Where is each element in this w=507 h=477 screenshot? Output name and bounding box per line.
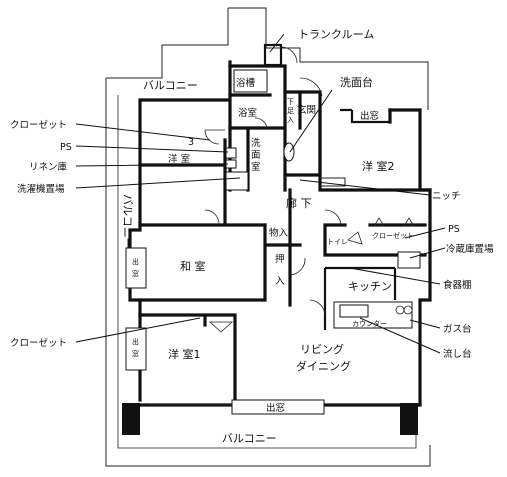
hall-door-swing bbox=[204, 209, 220, 225]
label-bay-window-left: 出 窓 bbox=[132, 257, 139, 278]
label-balcony-top: バルコニー bbox=[143, 79, 198, 92]
bay-window-bottom-left-box bbox=[125, 327, 147, 371]
label-kitchen: キッチン bbox=[348, 280, 392, 293]
label-balcony-left: バルコニー bbox=[121, 194, 134, 249]
callout-niche: ニッチ bbox=[432, 191, 461, 202]
bay-window-left-box bbox=[125, 247, 147, 289]
japanese-room-walls bbox=[138, 188, 302, 307]
label-counter: カウンター bbox=[352, 319, 387, 328]
label-shoe-storage: 下 足 入 bbox=[287, 98, 294, 124]
callout-ps-1: PS bbox=[60, 142, 72, 153]
pillar-right bbox=[400, 403, 418, 435]
svg-text:窓: 窓 bbox=[132, 349, 139, 358]
callout-closet-2: クローゼット bbox=[10, 337, 67, 349]
label-bay-window-bottom-left: 出 窓 bbox=[132, 337, 139, 358]
label-bay-window-bottom: 出窓 bbox=[266, 402, 285, 414]
label-bathtub: 浴槽 bbox=[236, 77, 256, 89]
kitchen-sink-box bbox=[339, 304, 369, 318]
label-hallway: 廊 下 bbox=[286, 196, 312, 210]
callout-trunk-room: トランクルーム bbox=[298, 28, 374, 41]
callout-sink: 流し台 bbox=[443, 348, 472, 360]
svg-text:出: 出 bbox=[132, 337, 139, 346]
wash-basin-shape bbox=[283, 142, 295, 162]
pillar-left bbox=[122, 403, 140, 435]
trunk-door-swing bbox=[280, 46, 298, 64]
callout-dish-shelf: 食器棚 bbox=[443, 279, 472, 291]
svg-text:入: 入 bbox=[287, 116, 294, 124]
callout-fridge-area: 冷蔵庫置場 bbox=[446, 243, 494, 255]
washer-box bbox=[225, 171, 249, 191]
label-storage: 物入 bbox=[269, 227, 289, 239]
label-western-room-1: 洋 室1 bbox=[168, 347, 201, 361]
label-closet-by-toilet: クローゼット bbox=[372, 231, 414, 240]
label-bay-window-top: 出窓 bbox=[360, 110, 379, 122]
room3-closet bbox=[204, 129, 225, 145]
label-toilet: トイレ bbox=[327, 238, 348, 246]
room2-walls bbox=[318, 108, 432, 192]
closet-triangle-right bbox=[403, 217, 415, 227]
ps-box-1 bbox=[225, 147, 237, 159]
svg-text:バルコニー: バルコニー bbox=[121, 194, 134, 249]
label-living-dining-2: ダイニング bbox=[296, 359, 351, 373]
kitchen-walls bbox=[323, 266, 430, 330]
svg-text:室: 室 bbox=[251, 161, 261, 173]
svg-text:面: 面 bbox=[251, 150, 261, 161]
svg-text:足: 足 bbox=[287, 107, 294, 115]
svg-text:下: 下 bbox=[287, 98, 294, 106]
niche-marker bbox=[320, 177, 346, 187]
room1-walls bbox=[138, 313, 237, 407]
label-balcony-bottom: バルコニー bbox=[222, 432, 277, 445]
room1-closet-swing bbox=[208, 321, 234, 333]
bathtub-box bbox=[233, 69, 268, 93]
svg-text:入: 入 bbox=[275, 276, 285, 287]
label-washroom: 洗 面 室 bbox=[251, 137, 261, 173]
svg-text:窓: 窓 bbox=[132, 269, 139, 278]
label-living-dining-1: リビング bbox=[300, 342, 344, 356]
svg-text:洗: 洗 bbox=[251, 137, 261, 149]
balcony-outline bbox=[105, 7, 431, 467]
callout-gas-stove: ガス台 bbox=[443, 323, 472, 335]
bath-walls bbox=[228, 64, 287, 192]
callout-ps-2: PS bbox=[448, 224, 460, 235]
toilet-walls bbox=[323, 223, 427, 257]
toilet-door-swing bbox=[324, 209, 342, 227]
label-closet-small: 押 入 bbox=[275, 253, 285, 287]
label-entrance: 玄関 bbox=[297, 104, 316, 116]
japanese-room-sliding bbox=[205, 225, 262, 300]
washroom-door-swing bbox=[254, 117, 268, 129]
bay-window-bottom-box bbox=[231, 399, 325, 415]
label-japanese-room: 和 室 bbox=[180, 259, 206, 273]
svg-text:出: 出 bbox=[132, 257, 139, 266]
leader-lines bbox=[75, 33, 446, 354]
callout-closet-1: クローゼット bbox=[10, 119, 67, 131]
label-western-room-2: 洋 室2 bbox=[362, 159, 395, 173]
callout-linen: リネン庫 bbox=[29, 161, 68, 173]
callout-washer-area: 洗濯機置場 bbox=[17, 183, 65, 195]
label-room3-number: 3 bbox=[188, 137, 194, 148]
entrance-door-swing bbox=[299, 77, 323, 97]
label-bathroom: 浴室 bbox=[238, 107, 257, 119]
svg-text:押: 押 bbox=[275, 253, 285, 265]
gas-burner-2 bbox=[403, 305, 413, 315]
fridge-box bbox=[397, 251, 421, 269]
door-swing-right bbox=[309, 299, 326, 316]
label-western-room-3: 洋 室 bbox=[168, 153, 190, 165]
closet-triangle-left bbox=[373, 217, 385, 227]
toilet-fixture bbox=[347, 231, 363, 245]
callout-wash-basin: 洗面台 bbox=[340, 75, 373, 89]
door-swing-left bbox=[289, 257, 306, 276]
